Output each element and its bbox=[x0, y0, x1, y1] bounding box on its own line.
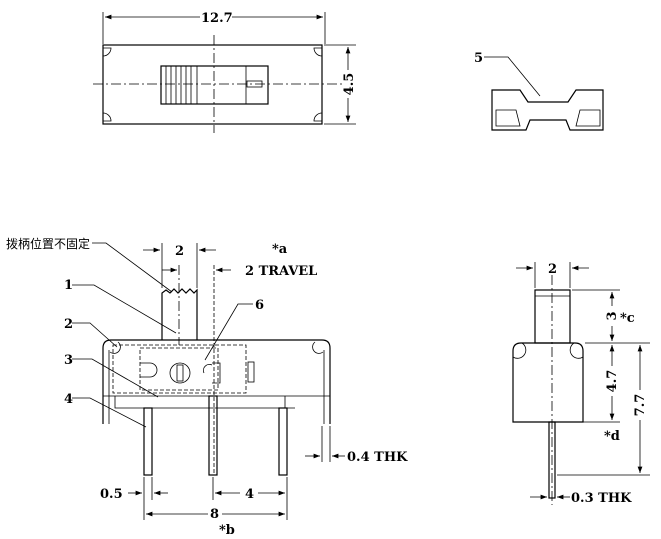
travel-dimension: 2 TRAVEL bbox=[245, 264, 317, 279]
pin-pitch-dimension: 4 bbox=[245, 487, 254, 502]
label-2: 2 bbox=[64, 317, 73, 332]
terminal-thickness: 0.4 THK bbox=[347, 450, 408, 465]
label-1: 1 bbox=[64, 278, 73, 293]
label-4: 4 bbox=[64, 392, 73, 407]
side-terminal-thickness: 0.3 THK bbox=[571, 491, 632, 506]
pin-span-dimension: 8 bbox=[210, 507, 219, 522]
label-3: 3 bbox=[64, 353, 73, 368]
note-b: *b bbox=[219, 523, 235, 538]
front-view: 拨柄位置不固定 2 *a 2 TRAVEL 1 2 3 bbox=[6, 236, 408, 538]
label-6: 6 bbox=[255, 298, 264, 313]
actuator-height-dimension: 3 bbox=[605, 311, 620, 320]
top-view: 12.7 4.5 bbox=[93, 11, 357, 133]
part-5-label: 5 bbox=[474, 51, 483, 66]
part-5-view: 5 bbox=[474, 51, 604, 131]
side-actuator-width: 2 bbox=[548, 262, 557, 277]
pin-width-dimension: 0.5 bbox=[100, 487, 123, 502]
note-a: *a bbox=[272, 242, 288, 257]
width-dimension: 12.7 bbox=[201, 11, 233, 26]
actuator-width-dimension: 2 bbox=[175, 244, 184, 259]
body-height-dimension: 4.7 bbox=[605, 370, 620, 393]
side-view: 2 3 *c 4.7 *d 7.7 0.3 THK bbox=[512, 262, 650, 506]
handle-note: 拨柄位置不固定 bbox=[6, 236, 90, 251]
total-height-dimension: 7.7 bbox=[633, 394, 648, 417]
note-d: *d bbox=[604, 429, 620, 444]
slider-top bbox=[160, 65, 269, 105]
note-c: *c bbox=[620, 311, 635, 326]
height-dimension: 4.5 bbox=[342, 73, 357, 96]
